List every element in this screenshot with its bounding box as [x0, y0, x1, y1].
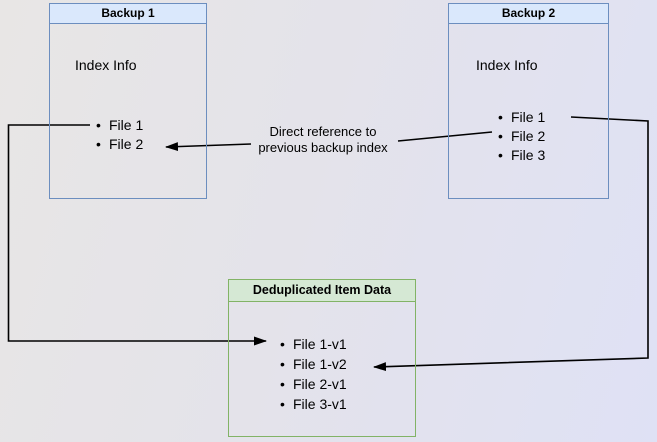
direct-reference-label-line1: Direct reference to — [269, 124, 377, 139]
list-item: File 1-v2 — [280, 354, 347, 374]
list-item: File 3-v1 — [280, 394, 347, 414]
direct-reference-label: Direct reference to previous backup inde… — [237, 124, 409, 156]
list-item: File 1 — [498, 108, 545, 127]
backup2-node: Backup 2 Index Info File 1 File 2 File 3 — [448, 3, 609, 199]
backup1-file-list: File 1 File 2 — [96, 116, 143, 154]
backup2-file-list: File 1 File 2 File 3 — [498, 108, 545, 165]
direct-reference-label-line2: previous backup index — [258, 140, 388, 155]
dedup-node: Deduplicated Item Data File 1-v1 File 1-… — [228, 279, 416, 437]
list-item: File 3 — [498, 146, 545, 165]
dedup-title: Deduplicated Item Data — [229, 280, 415, 302]
backup2-subtitle: Index Info — [476, 57, 538, 73]
backup2-title: Backup 2 — [449, 4, 608, 24]
list-item: File 2 — [498, 127, 545, 146]
backup1-title: Backup 1 — [50, 4, 206, 24]
dedup-item-list: File 1-v1 File 1-v2 File 2-v1 File 3-v1 — [280, 334, 347, 414]
list-item: File 2 — [96, 135, 143, 154]
list-item: File 2-v1 — [280, 374, 347, 394]
list-item: File 1-v1 — [280, 334, 347, 354]
backup1-node: Backup 1 Index Info File 1 File 2 — [49, 3, 207, 199]
list-item: File 1 — [96, 116, 143, 135]
backup1-subtitle: Index Info — [75, 57, 137, 73]
